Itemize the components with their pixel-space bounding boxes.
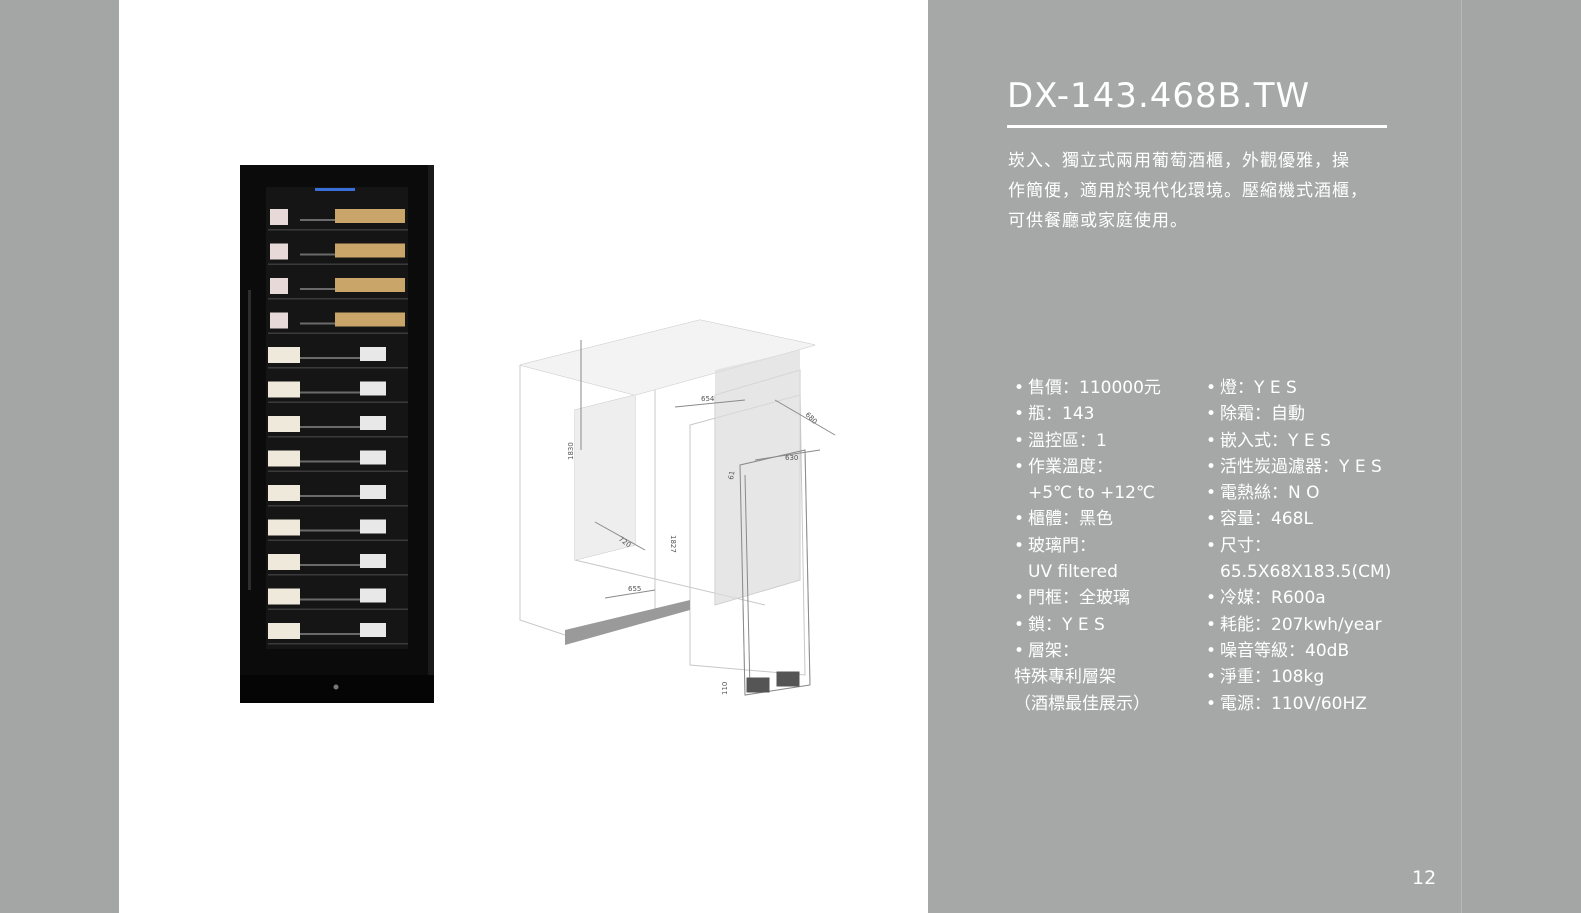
bottle-label bbox=[270, 312, 288, 329]
description-line: 作簡便，適用於現代化環境。壓縮機式酒櫃， bbox=[1008, 181, 1368, 201]
spec-item: 冷媒：R600a bbox=[1206, 585, 1436, 611]
spec-item: 活性炭過濾器：Y E S bbox=[1206, 454, 1436, 480]
bottle-neck bbox=[300, 460, 360, 463]
bottle bbox=[335, 243, 405, 258]
shelf bbox=[268, 229, 408, 231]
bottle-neck bbox=[300, 288, 335, 290]
bottle-neck bbox=[300, 426, 360, 428]
bottle bbox=[360, 347, 386, 361]
bottle-neck bbox=[300, 391, 360, 394]
bottle-neck bbox=[300, 219, 335, 221]
description-line: 可供餐廳或家庭使用。 bbox=[1008, 211, 1188, 231]
spec-item: UV filtered bbox=[1028, 562, 1118, 583]
spec-item: 門框：全玻璃 bbox=[1014, 585, 1194, 611]
bottle-label bbox=[268, 450, 300, 467]
bottle-label bbox=[268, 554, 300, 570]
bottle-label bbox=[270, 243, 288, 260]
spec-item: （酒標最佳展示） bbox=[1014, 693, 1150, 714]
bottle-label bbox=[268, 416, 300, 432]
bottle-label bbox=[268, 623, 300, 639]
spec-list-left: 售價：110000元瓶：143溫控區：1作業溫度： +5℃ to +12℃櫃體：黑… bbox=[1014, 375, 1194, 717]
spec-item: 電源：110V/60HZ bbox=[1206, 691, 1436, 717]
bottle bbox=[335, 278, 405, 292]
bottle bbox=[360, 416, 386, 430]
spec-item: 淨重：108kg bbox=[1206, 664, 1436, 690]
product-description: 崁入、獨立式兩用葡萄酒櫃，外觀優雅，操 作簡便，適用於現代化環境。壓縮機式酒櫃，… bbox=[1008, 146, 1398, 236]
bottle bbox=[360, 381, 386, 396]
bottle bbox=[360, 519, 386, 534]
bottle bbox=[360, 450, 386, 465]
shelf bbox=[268, 436, 408, 438]
bottle-label bbox=[270, 278, 288, 294]
bottle-neck bbox=[300, 529, 360, 532]
spec-item: 鎖：Y E S bbox=[1014, 612, 1194, 638]
spec-item: 特殊專利層架 bbox=[1014, 667, 1116, 688]
spec-item: 層架： bbox=[1014, 638, 1194, 664]
dimension-label: 630 bbox=[785, 454, 798, 462]
bottle-label bbox=[268, 347, 300, 363]
shelf bbox=[268, 298, 408, 300]
shelf bbox=[268, 332, 408, 334]
bottle-label bbox=[268, 519, 300, 536]
shelf bbox=[268, 505, 408, 507]
dimension-label: 110 bbox=[721, 682, 729, 695]
bottle-neck bbox=[300, 598, 360, 601]
bottle bbox=[335, 312, 405, 327]
page-number: 12 bbox=[1412, 867, 1437, 889]
spec-item: 櫃體：黑色 bbox=[1014, 506, 1194, 532]
bottle bbox=[360, 485, 386, 499]
dimension-label: 61 bbox=[727, 470, 736, 480]
spec-item: 瓶：143 bbox=[1014, 401, 1194, 427]
bottle bbox=[360, 588, 386, 603]
spec-item: 溫控區：1 bbox=[1014, 428, 1194, 454]
spec-item: 尺寸： bbox=[1206, 533, 1436, 559]
bottle-neck bbox=[300, 322, 335, 325]
shelf bbox=[268, 608, 408, 610]
bottle-neck bbox=[300, 633, 360, 635]
shelf bbox=[268, 643, 408, 645]
spec-item: 噪音等級：40dB bbox=[1206, 638, 1436, 664]
spec-list-right: 燈：Y E S除霜：自動嵌入式：Y E S活性炭過濾器：Y E S電熱絲：N O… bbox=[1206, 375, 1436, 717]
dimension-label: 655 bbox=[628, 585, 641, 593]
shelf bbox=[268, 263, 408, 265]
spec-item: 容量：468L bbox=[1206, 506, 1436, 532]
bottle-label bbox=[268, 485, 300, 501]
shelf bbox=[268, 401, 408, 403]
wine-fridge-photo bbox=[240, 165, 434, 703]
bottle-neck bbox=[300, 564, 360, 566]
dimension-label: 1830 bbox=[567, 442, 575, 460]
bottle bbox=[335, 209, 405, 223]
bottle-label bbox=[268, 588, 300, 605]
shelf bbox=[268, 470, 408, 472]
title-underline bbox=[1007, 125, 1387, 128]
shelf bbox=[268, 367, 408, 369]
model-title: DX-143.468B.TW bbox=[1007, 76, 1311, 116]
spec-item: 65.5X68X183.5(CM) bbox=[1220, 562, 1392, 583]
spec-item: 除霜：自動 bbox=[1206, 401, 1436, 427]
shelf bbox=[268, 539, 408, 541]
shelf bbox=[268, 574, 408, 576]
bottle-label bbox=[268, 381, 300, 398]
bottle-neck bbox=[300, 253, 335, 256]
spec-item: 嵌入式：Y E S bbox=[1206, 428, 1436, 454]
bottle-neck bbox=[300, 495, 360, 497]
spec-item: 電熱絲：N O bbox=[1206, 480, 1436, 506]
dimension-label: 1827 bbox=[669, 535, 677, 553]
description-line: 崁入、獨立式兩用葡萄酒櫃，外觀優雅，操 bbox=[1008, 151, 1350, 171]
bottle-neck bbox=[300, 357, 360, 359]
bottle bbox=[360, 623, 386, 637]
spec-item: 燈：Y E S bbox=[1206, 375, 1436, 401]
spec-item: +5℃ to +12℃ bbox=[1028, 483, 1155, 504]
spec-item: 售價：110000元 bbox=[1014, 375, 1194, 401]
dimension-label: 654 bbox=[701, 395, 715, 403]
bottle bbox=[360, 554, 386, 568]
installation-diagram: 1830 720 655 654 680 630 1827 61 110 bbox=[519, 319, 836, 696]
spec-item: 耗能：207kwh/year bbox=[1206, 612, 1436, 638]
spec-item: 作業溫度： bbox=[1014, 454, 1194, 480]
bottle-label bbox=[270, 209, 288, 225]
spec-item: 玻璃門： bbox=[1014, 533, 1194, 559]
